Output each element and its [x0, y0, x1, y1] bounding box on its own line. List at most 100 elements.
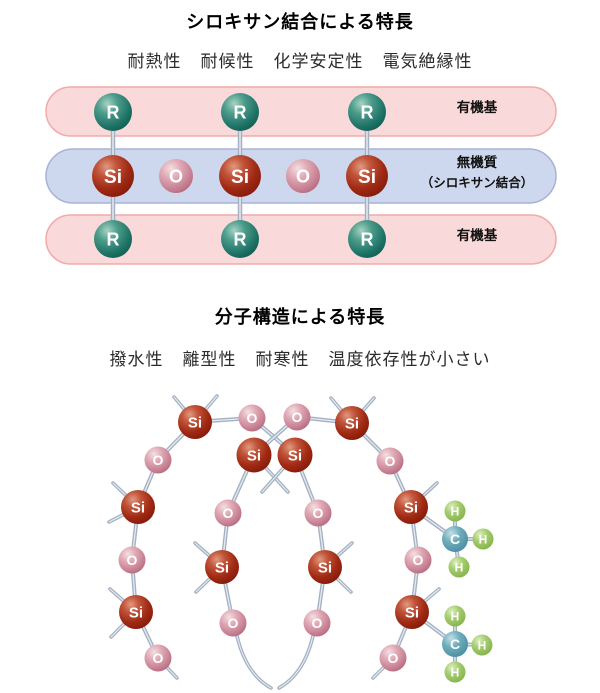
atom-r [94, 220, 132, 258]
atom-label-si: Si [129, 604, 143, 621]
atom-r [348, 93, 386, 131]
atom-label-si: Si [288, 447, 302, 464]
atom-label-r: R [107, 229, 120, 249]
atom-o [214, 499, 242, 527]
bond-curve [235, 634, 273, 690]
atom-label-si: Si [188, 414, 202, 431]
atom-c [442, 631, 468, 657]
atom-o [379, 644, 407, 672]
atom-r [94, 93, 132, 131]
atom-o [118, 546, 146, 574]
atom-label-si: Si [231, 167, 249, 188]
atom-o [238, 404, 266, 432]
atom-c [442, 526, 468, 552]
atom-label-o: O [228, 615, 239, 631]
atom-label-o: O [296, 166, 310, 186]
atom-label-c: C [450, 636, 460, 652]
atom-label-r: R [361, 229, 374, 249]
atom-si [236, 437, 272, 473]
atom-label-o: O [223, 505, 234, 521]
feature-item: 離型性 [182, 350, 237, 369]
atom-label-r: R [234, 102, 247, 122]
atom-label-o: O [413, 552, 424, 568]
atom-label-si: Si [104, 167, 122, 188]
atom-label-h: H [479, 532, 488, 546]
atom-label-o: O [292, 409, 303, 425]
atom-label-h: H [455, 560, 464, 574]
atom-label-si: Si [358, 167, 376, 188]
atom-label-o: O [169, 166, 183, 186]
atom-label-si: Si [404, 499, 418, 516]
atom-label-si: Si [405, 604, 419, 621]
atom-label-o: O [247, 410, 258, 426]
atom-r [221, 220, 259, 258]
atom-o [404, 546, 432, 574]
atom-label-si: Si [318, 559, 332, 576]
capsule-label: 有機基 [457, 227, 498, 243]
capsule-organic-top [45, 86, 557, 137]
atom-h [471, 634, 493, 656]
atom-si [92, 155, 134, 197]
atom-label-o: O [388, 650, 399, 666]
feature-item: 耐候性 [200, 52, 255, 71]
atom-si [308, 550, 342, 584]
atom-si [121, 490, 155, 524]
atom-si [219, 155, 261, 197]
atom-label-o: O [153, 452, 164, 468]
atom-si [277, 437, 313, 473]
bond-curve [277, 634, 315, 690]
capsule-organic-bottom [45, 214, 557, 265]
atom-label-c: C [450, 531, 460, 547]
capsule-label: 無機質 [457, 154, 498, 170]
atom-h [444, 500, 466, 522]
feature-item: 耐熱性 [127, 52, 182, 71]
section2-title: 分子構造による特長 [214, 307, 386, 327]
atom-o [144, 446, 172, 474]
capsule-label: 有機基 [457, 99, 498, 115]
atom-si [346, 155, 388, 197]
atom-label-si: Si [131, 499, 145, 516]
atom-label-o: O [312, 615, 323, 631]
atom-label-h: H [451, 665, 460, 679]
atom-h [448, 556, 470, 578]
atom-si [335, 406, 369, 440]
capsule-label: （シロキサン結合） [421, 175, 534, 190]
bond-curve-highlight [236, 635, 272, 689]
atom-o [144, 644, 172, 672]
feature-item: 電気絶縁性 [382, 52, 473, 71]
atom-label-h: H [451, 504, 460, 518]
atom-o [159, 159, 193, 193]
atom-label-si: Si [247, 447, 261, 464]
atom-si [119, 595, 153, 629]
atom-o [304, 499, 332, 527]
atom-label-o: O [153, 650, 164, 666]
bond-curve-highlight [278, 635, 314, 689]
atom-h [472, 528, 494, 550]
atom-si [178, 405, 212, 439]
atom-si [394, 490, 428, 524]
feature-item: 温度依存性が小さい [328, 350, 491, 369]
atom-r [221, 93, 259, 131]
feature-item: 化学安定性 [273, 52, 364, 71]
atom-label-r: R [234, 229, 247, 249]
atom-o [376, 447, 404, 475]
section1-title: シロキサン結合による特長 [186, 12, 414, 32]
atom-o [283, 403, 311, 431]
atom-r [348, 220, 386, 258]
atom-h [444, 661, 466, 683]
atom-si [395, 595, 429, 629]
atom-label-o: O [385, 453, 396, 469]
atom-label-r: R [361, 102, 374, 122]
atom-o [286, 159, 320, 193]
atom-label-h: H [478, 638, 487, 652]
atom-si [205, 550, 239, 584]
section2-features: 撥水性 離型性 耐寒性 温度依存性が小さい [0, 345, 600, 370]
atom-label-o: O [313, 505, 324, 521]
atom-label-o: O [127, 552, 138, 568]
atom-label-r: R [107, 102, 120, 122]
atom-h [444, 605, 466, 627]
